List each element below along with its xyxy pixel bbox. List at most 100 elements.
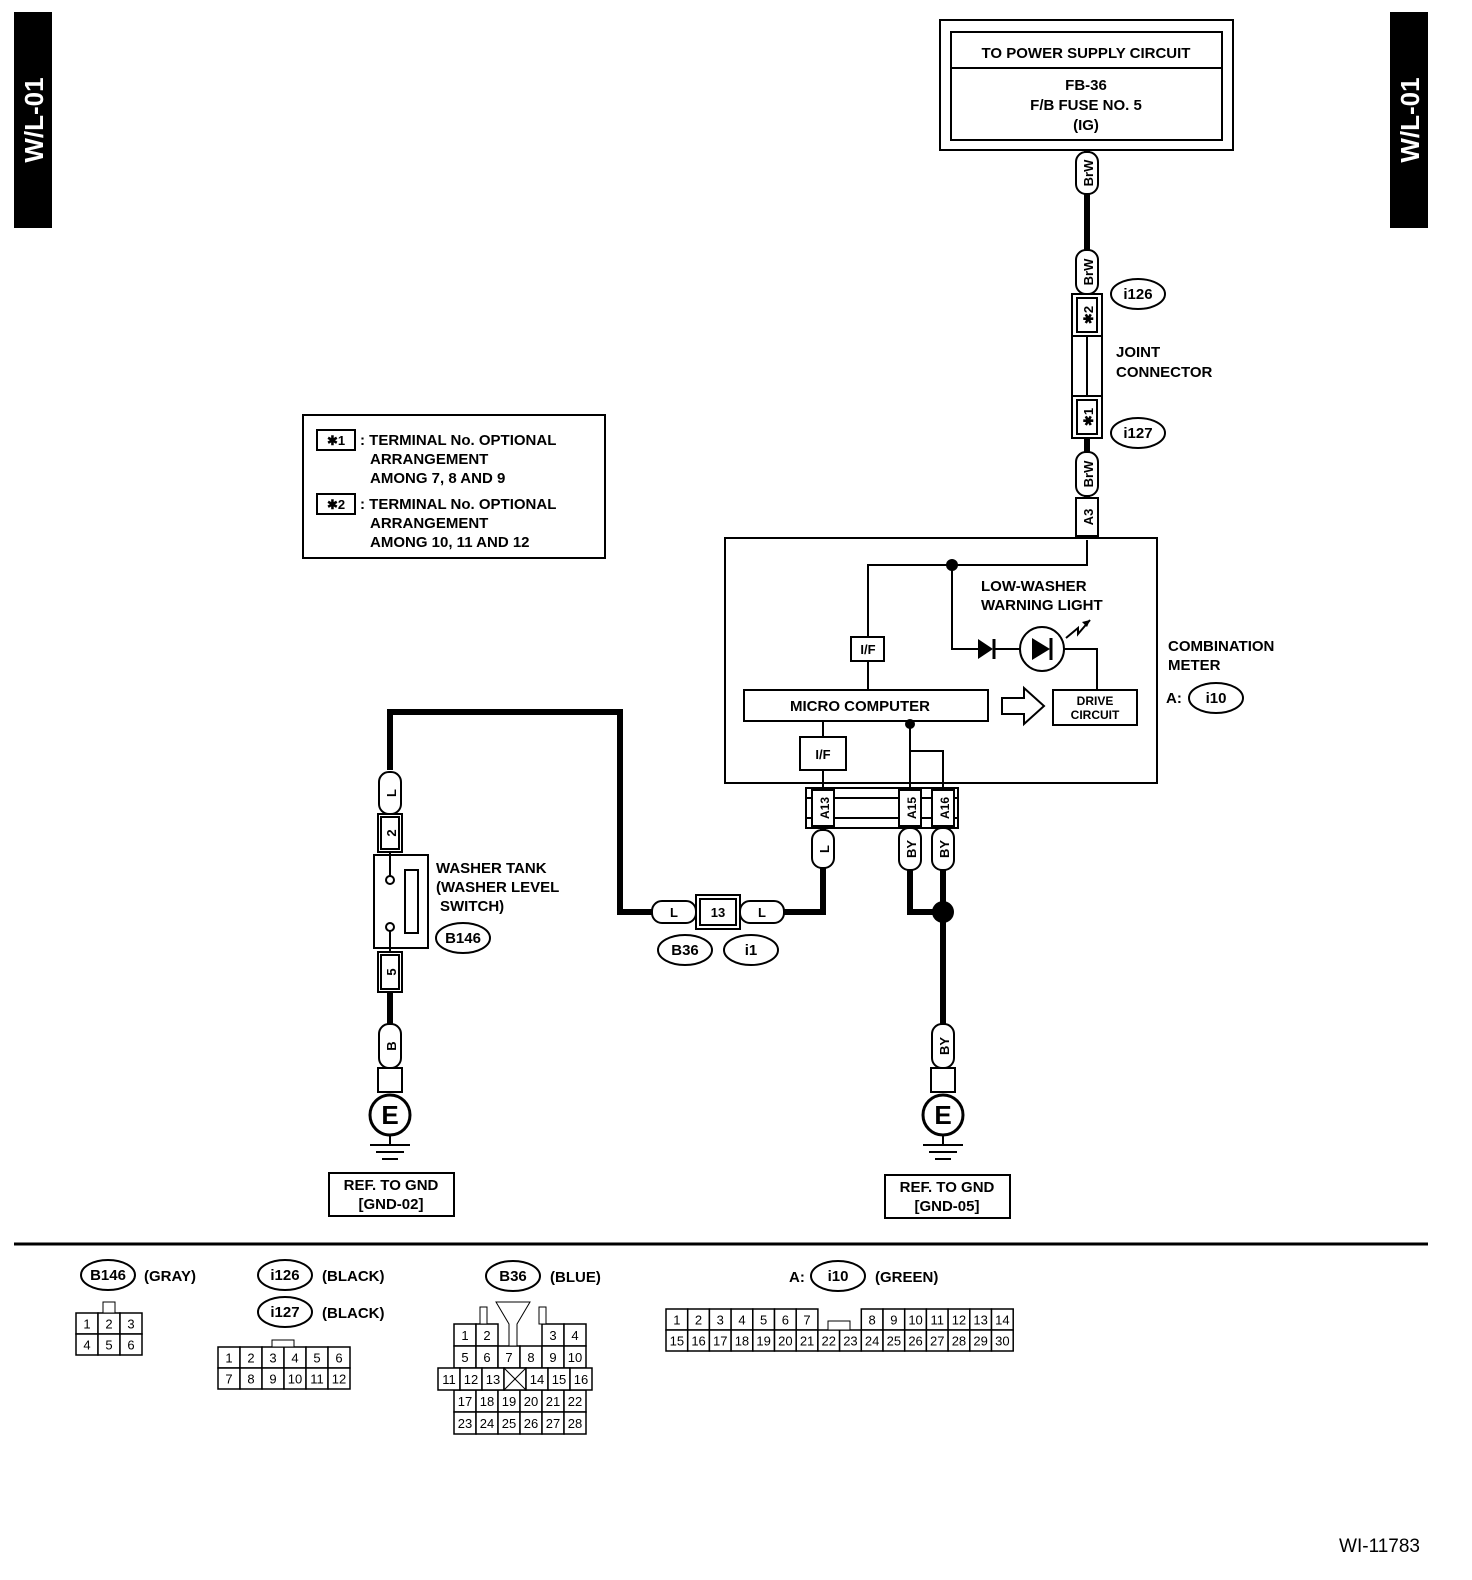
wire-tag-by-ground: BY <box>931 1023 955 1069</box>
wire-tag-brw-3: BrW <box>1075 451 1099 497</box>
figure-id: WI-11783 <box>1339 1536 1420 1557</box>
wire-tag-b: B <box>378 1023 402 1069</box>
pin-number: 12 <box>332 1372 346 1387</box>
svg-text:DRIVE: DRIVE <box>1077 694 1114 708</box>
pin-number: 4 <box>291 1351 298 1366</box>
svg-text:BY: BY <box>937 1037 952 1055</box>
svg-text:A3: A3 <box>1081 509 1096 526</box>
svg-text:B146: B146 <box>90 1267 126 1284</box>
svg-text:: TERMINAL No. OPTIONAL: : TERMINAL No. OPTIONAL <box>360 432 556 449</box>
pin-number: 19 <box>502 1394 516 1409</box>
svg-text:✱1: ✱1 <box>327 433 345 448</box>
svg-text:A15: A15 <box>905 797 919 819</box>
meter-bottom-connector: A13 A15 A16 <box>805 787 959 829</box>
pin-number: 19 <box>756 1334 770 1349</box>
pin-number: 12 <box>952 1313 966 1328</box>
wire-tag-by-a16: BY <box>931 827 955 871</box>
pin-number: 1 <box>461 1328 468 1343</box>
joint-label-1: JOINT <box>1116 344 1160 361</box>
pin-number: 28 <box>568 1416 582 1431</box>
wire-tag-brw-2: BrW <box>1075 249 1099 295</box>
svg-text:A:: A: <box>789 1269 805 1286</box>
pin-number: 12 <box>464 1372 478 1387</box>
pin-number: 1 <box>83 1317 90 1332</box>
svg-text:BY: BY <box>937 840 952 858</box>
pin-number: 22 <box>822 1334 836 1349</box>
pin-number: 3 <box>717 1313 724 1328</box>
terminal-a3: A3 <box>1075 497 1099 537</box>
svg-text:A13: A13 <box>818 797 832 819</box>
pin-number: 24 <box>480 1416 494 1431</box>
ground-left: E REF. TO GND [GND-02] <box>328 1093 455 1217</box>
pin-number: 11 <box>310 1372 324 1387</box>
pin-number: 9 <box>549 1350 556 1365</box>
svg-text:ARRANGEMENT: ARRANGEMENT <box>370 515 488 532</box>
washer-label-2: (WASHER LEVEL <box>436 879 559 896</box>
svg-text:CIRCUIT: CIRCUIT <box>1071 708 1120 722</box>
svg-text:(BLACK): (BLACK) <box>322 1305 384 1322</box>
connector-b146: B146 <box>435 922 491 954</box>
svg-text:i126: i126 <box>1123 286 1152 303</box>
svg-text:B36: B36 <box>499 1268 527 1285</box>
pin-number: 15 <box>552 1372 566 1387</box>
power-line3: (IG) <box>1073 117 1099 134</box>
pin-number: 7 <box>505 1350 512 1365</box>
pin-number: 3 <box>127 1317 134 1332</box>
svg-text:✱2: ✱2 <box>327 497 345 512</box>
connector-i127: i127 <box>1110 417 1166 449</box>
pin-number: 24 <box>865 1334 879 1349</box>
pin-number: 4 <box>83 1338 90 1353</box>
svg-text:✱2: ✱2 <box>1081 306 1096 324</box>
svg-text:✱1: ✱1 <box>1081 408 1096 426</box>
pin-number: 9 <box>890 1313 897 1328</box>
svg-text:AMONG 7, 8 AND 9: AMONG 7, 8 AND 9 <box>370 470 505 487</box>
washer-level-switch <box>373 852 429 952</box>
pin-number: 14 <box>530 1372 544 1387</box>
pin-number: 2 <box>483 1328 490 1343</box>
svg-text:i126: i126 <box>270 1267 299 1284</box>
side-tab-label: W/L-01 <box>1395 77 1425 162</box>
pin-number: 14 <box>995 1313 1009 1328</box>
pin-number: 25 <box>887 1334 901 1349</box>
power-line1: FB-36 <box>1065 77 1107 94</box>
svg-text:13: 13 <box>711 905 725 920</box>
pin-number: 2 <box>695 1313 702 1328</box>
pin-number: 8 <box>247 1372 254 1387</box>
svg-text:2: 2 <box>384 829 399 836</box>
svg-text:BY: BY <box>904 840 919 858</box>
pin-number: 2 <box>247 1351 254 1366</box>
combination-meter-label-2: METER <box>1168 657 1221 674</box>
pin-number: 10 <box>288 1372 302 1387</box>
svg-text:[GND-02]: [GND-02] <box>358 1196 423 1213</box>
wire-tag-by-a15: BY <box>898 827 922 871</box>
side-tab-label: W/L-01 <box>19 77 49 162</box>
wire-tag-l-switch: L <box>378 771 402 815</box>
svg-text:(BLACK): (BLACK) <box>322 1268 384 1285</box>
pin-number: 11 <box>931 1313 945 1328</box>
pin-number: 20 <box>778 1334 792 1349</box>
pin-number: 7 <box>225 1372 232 1387</box>
pin-number: 23 <box>843 1334 857 1349</box>
svg-text:BrW: BrW <box>1081 460 1096 487</box>
pin-number: 26 <box>524 1416 538 1431</box>
drive-circuit-box <box>1052 689 1138 726</box>
svg-text:B36: B36 <box>671 942 699 959</box>
svg-text:(GREEN): (GREEN) <box>875 1269 938 1286</box>
ground-right: E REF. TO GND [GND-05] <box>884 1093 1011 1219</box>
pin-number: 23 <box>458 1416 472 1431</box>
svg-text:i127: i127 <box>1123 425 1152 442</box>
side-tab-right: W/L-01 <box>1390 12 1428 228</box>
pin-number: 27 <box>930 1334 944 1349</box>
svg-text:B: B <box>384 1041 399 1050</box>
pin-number: 6 <box>483 1350 490 1365</box>
warning-light-label-1: LOW-WASHER <box>981 578 1087 595</box>
connector-i126: i126 <box>1110 278 1166 310</box>
svg-text:I/F: I/F <box>815 747 830 762</box>
pin-number: 30 <box>995 1334 1009 1349</box>
svg-text:[GND-05]: [GND-05] <box>914 1198 979 1215</box>
svg-text:L: L <box>670 905 678 920</box>
if-box-bottom <box>799 736 847 771</box>
